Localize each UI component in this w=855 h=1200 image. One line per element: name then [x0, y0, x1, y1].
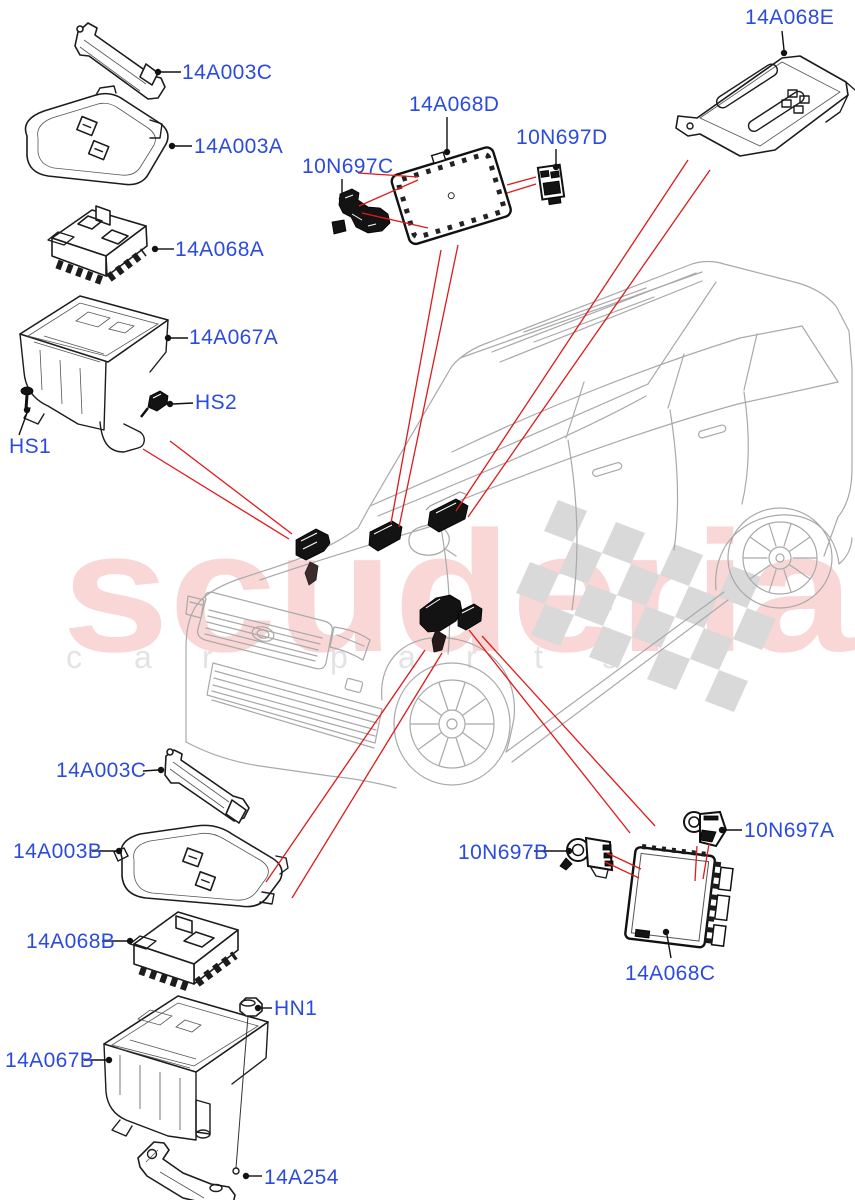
part-label-14a003c-top[interactable]: 14A003C: [182, 61, 273, 84]
part-14a003a-cover-illustration: [24, 85, 169, 186]
mounted-module-hood-left: [295, 528, 331, 586]
part-10n697c-illustration: [331, 188, 391, 235]
part-14a003c-top-illustration: [74, 22, 166, 100]
checker-cell: [559, 542, 602, 584]
part-10n697b-illustration: [559, 836, 614, 879]
part-label-14a067a[interactable]: 14A067A: [189, 326, 279, 349]
mounted-module-cluster: [419, 594, 483, 653]
checker-cell: [705, 670, 748, 712]
checker-cell: [675, 586, 718, 628]
checker-cell: [602, 522, 645, 564]
part-label-hn1[interactable]: HN1: [274, 997, 318, 1020]
checker-cell: [516, 562, 559, 604]
part-14a003b-cover-illustration: [113, 824, 289, 908]
part-label-14a003b[interactable]: 14A003B: [13, 840, 103, 863]
part-label-14a003c-bottom[interactable]: 14A003C: [56, 759, 147, 782]
part-label-14a003a[interactable]: 14A003A: [194, 135, 284, 158]
part-label-14a068d[interactable]: 14A068D: [409, 93, 500, 116]
checker-cell: [531, 604, 574, 646]
part-label-10n697c[interactable]: 10N697C: [302, 155, 394, 178]
part-14a254-bracket-illustration: [137, 1141, 240, 1200]
part-hn1-nut-illustration: [239, 997, 263, 1017]
red-locator-lines: [142, 159, 711, 899]
checker-cell: [617, 564, 660, 606]
part-hs1-bolt-illustration: [20, 386, 34, 410]
part-14a068e-module-illustration: [675, 55, 855, 157]
checker-cell: [632, 606, 675, 648]
part-label-10n697b[interactable]: 10N697B: [458, 841, 549, 864]
part-label-14a068e[interactable]: 14A068E: [745, 6, 835, 29]
checkered-flag-watermark: [516, 500, 776, 712]
part-14a067b-tray-illustration: [103, 995, 269, 1169]
part-10n697d-illustration: [536, 163, 566, 206]
part-14a068c-module-illustration: [624, 843, 734, 949]
checker-cell: [647, 648, 690, 690]
checker-cell: [589, 626, 632, 668]
watermark: scuderia car parts: [62, 496, 855, 712]
checker-cell: [660, 544, 703, 586]
part-14a068b-fusebox-illustration: [129, 911, 239, 993]
part-14a068d-module-illustration: [390, 146, 512, 246]
checker-cell: [733, 608, 776, 650]
part-label-14a068b[interactable]: 14A068B: [26, 930, 116, 953]
part-label-14a068c[interactable]: 14A068C: [625, 962, 716, 985]
callout-lines: [18, 30, 788, 1180]
part-label-14a067b[interactable]: 14A067B: [5, 1049, 95, 1072]
part-label-hs1[interactable]: HS1: [9, 435, 52, 458]
checker-cell: [690, 628, 733, 670]
part-label-10n697d[interactable]: 10N697D: [516, 126, 608, 149]
part-label-14a254[interactable]: 14A254: [264, 1166, 339, 1189]
part-14a068a-fusebox-illustration: [47, 205, 148, 286]
part-14a003c-bottom-illustration: [164, 748, 250, 824]
part-label-10n697a[interactable]: 10N697A: [744, 819, 835, 842]
checker-cell: [574, 584, 617, 626]
checker-cell: [718, 566, 761, 608]
watermark-tagline-text: car parts: [66, 639, 618, 675]
part-hs2-screw-illustration: [140, 390, 169, 418]
part-label-hs2[interactable]: HS2: [195, 391, 238, 414]
part-14a067a-tray-illustration: [19, 295, 169, 453]
part-10n697a-illustration: [683, 810, 728, 848]
part-label-14a068a[interactable]: 14A068A: [175, 238, 265, 261]
